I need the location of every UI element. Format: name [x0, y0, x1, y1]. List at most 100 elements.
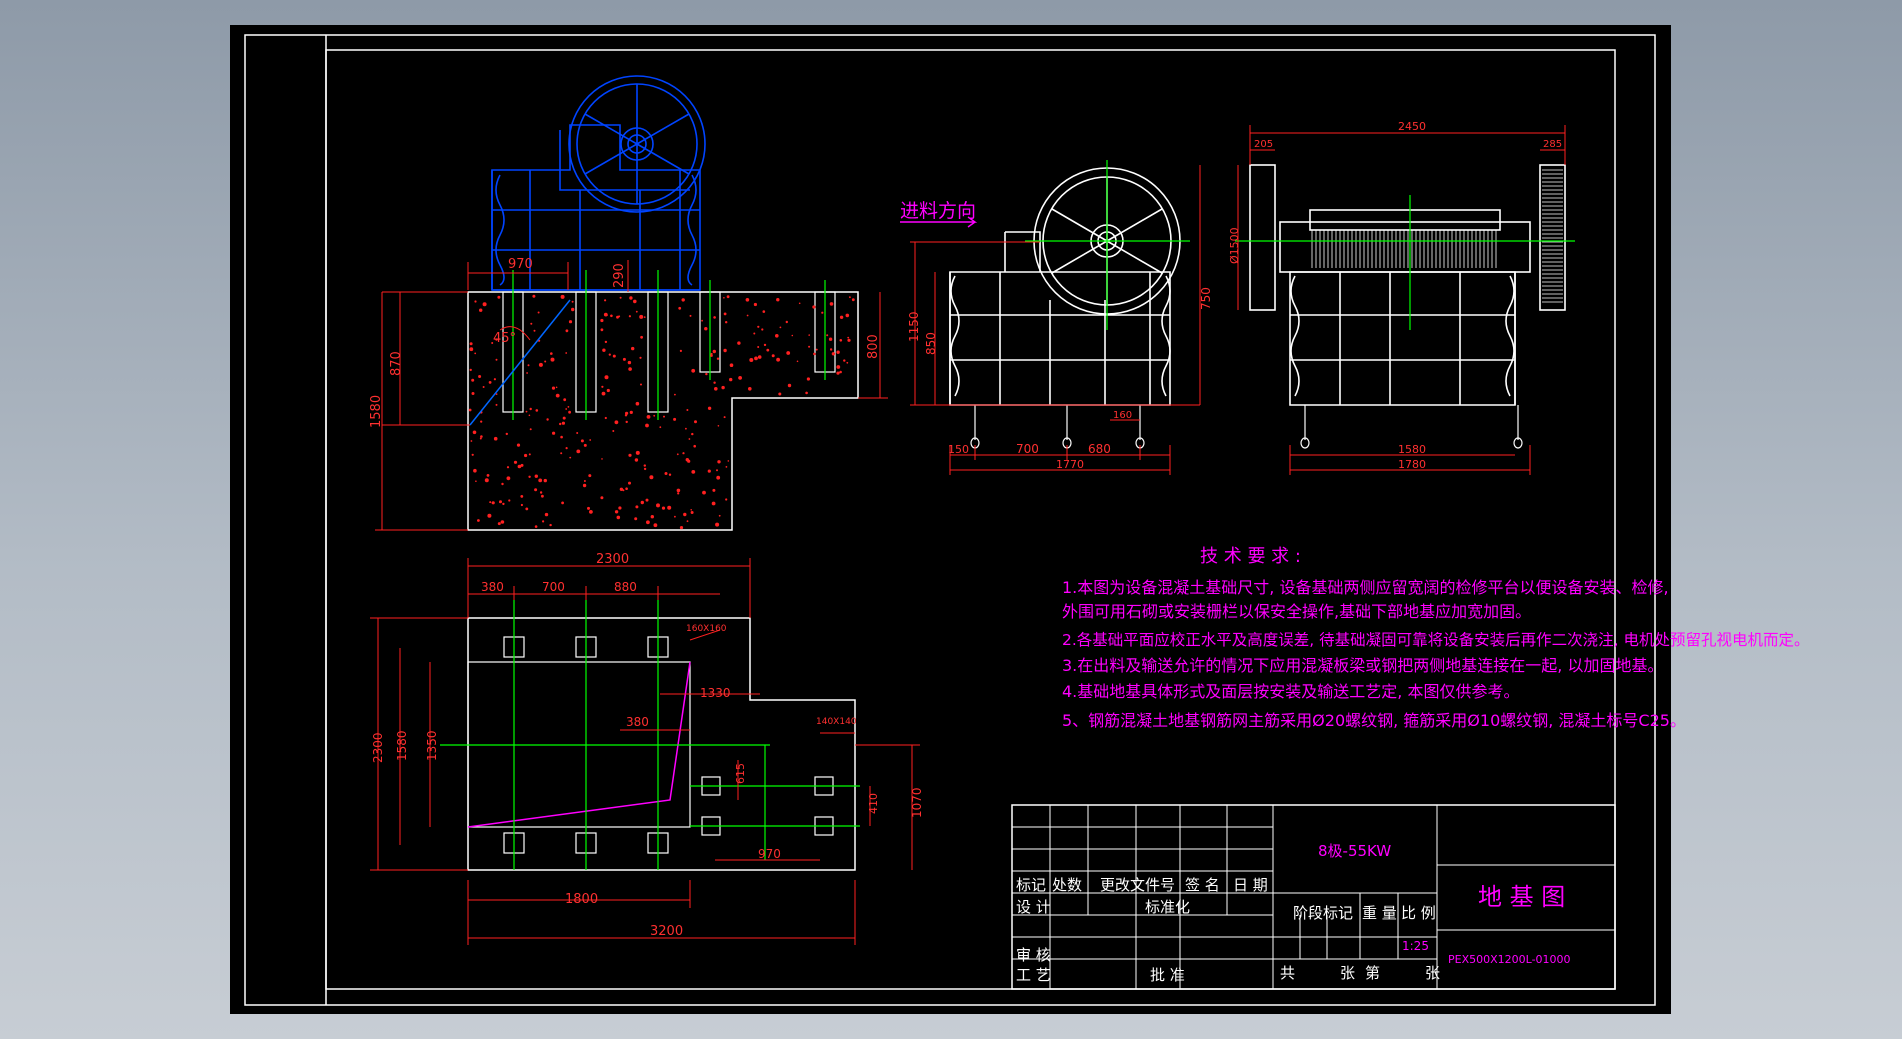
concrete-hatch-dot	[725, 498, 728, 501]
concrete-hatch-dot	[604, 375, 609, 380]
concrete-hatch-dot	[762, 310, 766, 313]
concrete-hatch-dot	[839, 315, 844, 319]
concrete-hatch-dot	[791, 334, 794, 337]
note-line-1: 1.本图为设备混凝土基础尺寸, 设备基础两侧应留宽阔的检修平台以便设备安装、检修…	[1062, 578, 1669, 597]
concrete-hatch-dot	[562, 416, 566, 420]
concrete-hatch-dot	[725, 466, 728, 468]
concrete-hatch-dot	[805, 391, 808, 395]
concrete-hatch	[468, 294, 855, 530]
concrete-hatch-dot	[600, 318, 604, 323]
plan-dimension-lines	[370, 558, 920, 945]
concrete-hatch-dot	[685, 458, 689, 462]
concrete-hatch-dot	[808, 345, 811, 348]
concrete-hatch-dot	[738, 376, 742, 380]
concrete-hatch-dot	[543, 478, 547, 483]
concrete-hatch-dot	[717, 425, 720, 427]
concrete-hatch-dot	[493, 436, 498, 441]
concrete-hatch-dot	[529, 407, 532, 411]
concrete-hatch-dot	[629, 410, 633, 414]
concrete-hatch-dot	[560, 435, 563, 439]
concrete-hatch-dot	[469, 342, 473, 346]
concrete-hatch-dot	[499, 501, 501, 504]
concrete-hatch-dot	[506, 466, 510, 469]
pulley-grooves	[1542, 169, 1563, 303]
concrete-hatch-dot	[746, 314, 749, 317]
tb-stage-mark: 阶段标记	[1293, 904, 1353, 922]
dim-970-plan: 970	[758, 847, 781, 861]
concrete-hatch-dot	[836, 371, 840, 375]
concrete-hatch-dot	[661, 506, 666, 510]
tb-total: 共	[1280, 964, 1295, 982]
concrete-hatch-dot	[489, 501, 492, 504]
concrete-hatch-dot	[469, 347, 474, 352]
concrete-hatch-dot	[631, 346, 635, 351]
concrete-hatch-dot	[534, 488, 538, 492]
concrete-hatch-dot	[565, 447, 568, 450]
concrete-hatch-dot	[674, 515, 676, 518]
concrete-hatch-dot	[627, 360, 632, 365]
concrete-hatch-dot	[541, 494, 544, 498]
concrete-hatch-dot	[815, 348, 818, 351]
concrete-hatch-dot	[640, 383, 642, 386]
concrete-hatch-dot	[537, 311, 540, 314]
concrete-hatch-dot	[721, 385, 725, 390]
concrete-hatch-dot	[628, 315, 632, 318]
concrete-hatch-dot	[539, 491, 543, 494]
concrete-hatch-dot	[729, 377, 733, 382]
concrete-hatch-dot	[678, 306, 682, 310]
side-view: 进料方向	[900, 160, 1213, 475]
front-dimension-lines	[1237, 125, 1566, 475]
concrete-hatch-dot	[705, 372, 708, 376]
concrete-hatch-dot	[761, 328, 764, 331]
concrete-hatch-dot	[480, 420, 483, 423]
dim-850: 850	[924, 332, 938, 355]
concrete-hatch-dot	[618, 506, 622, 510]
tb-scale: 比 例	[1401, 904, 1436, 922]
concrete-hatch-dot	[588, 474, 592, 478]
concrete-hatch-dot	[602, 348, 606, 352]
concrete-hatch-dot	[565, 352, 568, 354]
concrete-hatch-dot	[534, 474, 538, 478]
concrete-hatch-dot	[625, 411, 629, 415]
concrete-hatch-dot	[520, 463, 524, 467]
dim-2300-left: 2300	[371, 732, 385, 763]
concrete-hatch-dot	[726, 295, 730, 299]
concrete-hatch-dot	[753, 302, 758, 307]
concrete-hatch-dot	[473, 468, 477, 473]
concrete-hatch-dot	[513, 460, 518, 464]
dim-1150: 1150	[907, 311, 921, 342]
concrete-hatch-dot	[561, 421, 566, 425]
concrete-hatch-dot	[640, 335, 643, 339]
concrete-hatch-dot	[723, 297, 725, 299]
tb-standardize: 标准化	[1145, 898, 1190, 916]
dim-140x140: 140X140	[816, 717, 857, 727]
concrete-hatch-dot	[847, 338, 851, 342]
concrete-hatch-dot	[639, 314, 644, 319]
concrete-hatch-dot	[821, 311, 824, 314]
concrete-hatch-dot	[517, 464, 522, 469]
concrete-hatch-dot	[619, 296, 622, 299]
concrete-hatch-dot	[694, 420, 697, 424]
concrete-hatch-dot	[601, 385, 604, 388]
concrete-hatch-dot	[649, 475, 654, 480]
concrete-hatch-dot	[796, 360, 799, 363]
concrete-hatch-dot	[766, 348, 770, 352]
concrete-hatch-dot	[787, 383, 792, 388]
concrete-hatch-dot	[612, 430, 615, 432]
concrete-hatch-dot	[538, 478, 543, 483]
concrete-hatch-dot	[683, 512, 687, 517]
tb-design: 设 计	[1016, 898, 1051, 916]
concrete-hatch-dot	[555, 393, 560, 398]
concrete-hatch-dot	[718, 514, 721, 517]
concrete-hatch-dot	[716, 475, 721, 480]
concrete-hatch-dot	[525, 507, 529, 511]
concrete-hatch-dot	[836, 365, 841, 369]
feed-slope-line	[469, 299, 571, 426]
concrete-hatch-dot	[484, 478, 489, 483]
title-block: 8极-55KW 地 基 图 PEX500X1200L-01000 1:25 标记…	[1011, 804, 1616, 990]
concrete-hatch-dot	[516, 443, 521, 447]
concrete-hatch-dot	[633, 299, 637, 304]
concrete-hatch-dot	[635, 450, 640, 455]
concrete-hatch-dot	[843, 359, 846, 362]
tb-signature: 签 名	[1185, 876, 1220, 894]
